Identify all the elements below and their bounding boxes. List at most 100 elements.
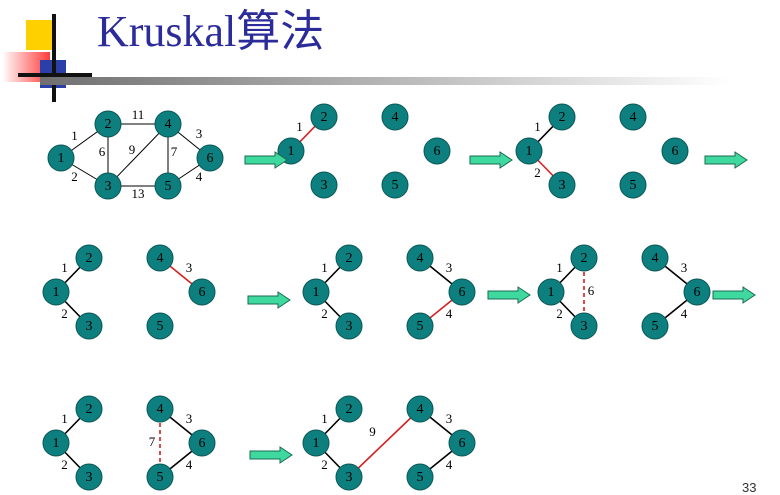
step-3-node-1 bbox=[42, 278, 70, 306]
step-3-node-3-label: 3 bbox=[86, 319, 93, 334]
graph-node-1-label: 1 bbox=[58, 151, 65, 166]
step-1-node-6-label: 6 bbox=[434, 144, 441, 159]
deco-yellow-square bbox=[26, 20, 54, 50]
step-6-node-5-label: 5 bbox=[157, 470, 164, 485]
step-1-node-2-label: 2 bbox=[321, 110, 328, 125]
step-2-node-2-label: 2 bbox=[559, 110, 566, 125]
step-4-node-2 bbox=[335, 244, 363, 272]
graph-node-2 bbox=[94, 110, 122, 138]
step-1-node-2 bbox=[310, 103, 338, 131]
graph-weight-2-3: 6 bbox=[99, 144, 106, 159]
step-2-node-2 bbox=[548, 103, 576, 131]
step-6-weight-4-6: 3 bbox=[186, 411, 193, 426]
step-4-node-4 bbox=[406, 244, 434, 272]
deco-vertical-bar bbox=[52, 14, 56, 102]
step-7-node-6 bbox=[448, 429, 476, 457]
step-1-weight-1-2: 1 bbox=[296, 119, 303, 134]
graph-weight-3-4: 9 bbox=[129, 142, 136, 157]
step-2-node-6 bbox=[661, 137, 689, 165]
step-5-node-5 bbox=[641, 312, 669, 340]
step-2-node-1 bbox=[515, 137, 543, 165]
step-2-node-6-label: 6 bbox=[672, 144, 679, 159]
step-6-node-3 bbox=[75, 463, 103, 491]
step-1-node-6 bbox=[423, 137, 451, 165]
step-7-node-5 bbox=[406, 463, 434, 491]
next-step-arrow-1 bbox=[244, 151, 288, 169]
step-7-weight-3-4: 9 bbox=[369, 424, 376, 439]
step-2-weight-1-2: 1 bbox=[534, 119, 541, 134]
step-2-node-1-label: 1 bbox=[526, 144, 533, 159]
graph-node-2-label: 2 bbox=[105, 117, 112, 132]
step-4-weight-5-6: 4 bbox=[446, 306, 453, 321]
step-7-edge-3-4 bbox=[348, 408, 421, 478]
step-6-weight-1-3: 2 bbox=[61, 457, 68, 472]
step-7-weight-5-6: 4 bbox=[446, 457, 453, 472]
graph-edge-3-4 bbox=[107, 123, 169, 187]
step-4-weight-1-3: 2 bbox=[321, 306, 328, 321]
step-4-node-5-label: 5 bbox=[417, 319, 424, 334]
step-5-weight-1-2: 1 bbox=[556, 260, 563, 275]
next-step-arrow-6 bbox=[712, 286, 756, 304]
step-6-node-6 bbox=[188, 429, 216, 457]
step-4-node-1 bbox=[302, 278, 330, 306]
step-7-node-2-label: 2 bbox=[346, 402, 353, 417]
graph-weight-1-2: 1 bbox=[71, 128, 78, 143]
step-4-weight-1-2: 1 bbox=[321, 260, 328, 275]
step-6-node-5 bbox=[146, 463, 174, 491]
step-6-node-4 bbox=[146, 395, 174, 423]
step-7-node-2 bbox=[335, 395, 363, 423]
step-6-node-1-label: 1 bbox=[53, 436, 60, 451]
step-6-node-2 bbox=[75, 395, 103, 423]
step-5-node-4-label: 4 bbox=[652, 251, 659, 266]
step-7-node-1-label: 1 bbox=[313, 436, 320, 451]
step-5-weight-4-6: 3 bbox=[681, 260, 688, 275]
step-6-weight-5-6: 4 bbox=[186, 457, 193, 472]
step-5-weight-2-3: 6 bbox=[588, 283, 595, 298]
step-6-weight-4-5: 7 bbox=[149, 434, 156, 449]
next-step-arrow-5 bbox=[487, 286, 531, 304]
step-6-node-4-label: 4 bbox=[157, 402, 164, 417]
step-7-weight-1-2: 1 bbox=[321, 411, 328, 426]
step-7-weight-1-3: 2 bbox=[321, 457, 328, 472]
graph-node-3-label: 3 bbox=[105, 179, 112, 194]
step-5-node-2 bbox=[570, 244, 598, 272]
step-6-weight-1-2: 1 bbox=[61, 411, 68, 426]
step-2-node-3-label: 3 bbox=[559, 178, 566, 193]
graph-node-5 bbox=[154, 172, 182, 200]
next-step-arrow-3 bbox=[704, 151, 748, 169]
next-step-arrow-7 bbox=[249, 446, 293, 464]
step-1-node-5-label: 5 bbox=[392, 178, 399, 193]
step-3-node-2-label: 2 bbox=[86, 251, 93, 266]
step-2-weight-1-3: 2 bbox=[534, 165, 541, 180]
step-4-node-3-label: 3 bbox=[346, 319, 353, 334]
step-3-node-5-label: 5 bbox=[157, 319, 164, 334]
next-step-arrow-2 bbox=[469, 151, 513, 169]
step-4-node-2-label: 2 bbox=[346, 251, 353, 266]
step-3-node-2 bbox=[75, 244, 103, 272]
step-4-weight-4-6: 3 bbox=[446, 260, 453, 275]
next-step-arrow-4 bbox=[247, 291, 291, 309]
graph-weight-2-4: 11 bbox=[132, 107, 145, 122]
graph-node-6-label: 6 bbox=[207, 151, 214, 166]
step-1-node-1 bbox=[277, 137, 305, 165]
step-6-node-6-label: 6 bbox=[199, 436, 206, 451]
step-3-weight-1-2: 1 bbox=[61, 260, 68, 275]
step-1-node-1-label: 1 bbox=[288, 144, 295, 159]
deco-horizontal-bar bbox=[18, 73, 92, 77]
step-2-node-3 bbox=[548, 171, 576, 199]
step-5-node-1 bbox=[537, 278, 565, 306]
step-7-node-4 bbox=[406, 395, 434, 423]
step-1-node-4 bbox=[381, 103, 409, 131]
step-6-node-3-label: 3 bbox=[86, 470, 93, 485]
step-5-node-6-label: 6 bbox=[694, 285, 701, 300]
graph-node-4 bbox=[154, 110, 182, 138]
graph-weight-1-3: 2 bbox=[71, 169, 78, 184]
step-5-node-2-label: 2 bbox=[581, 251, 588, 266]
step-2-node-4-label: 4 bbox=[630, 110, 637, 125]
step-5-node-1-label: 1 bbox=[548, 285, 555, 300]
step-4-node-5 bbox=[406, 312, 434, 340]
graph-weight-5-6: 4 bbox=[196, 169, 203, 184]
step-3-node-6-label: 6 bbox=[199, 285, 206, 300]
step-2-node-4 bbox=[619, 103, 647, 131]
